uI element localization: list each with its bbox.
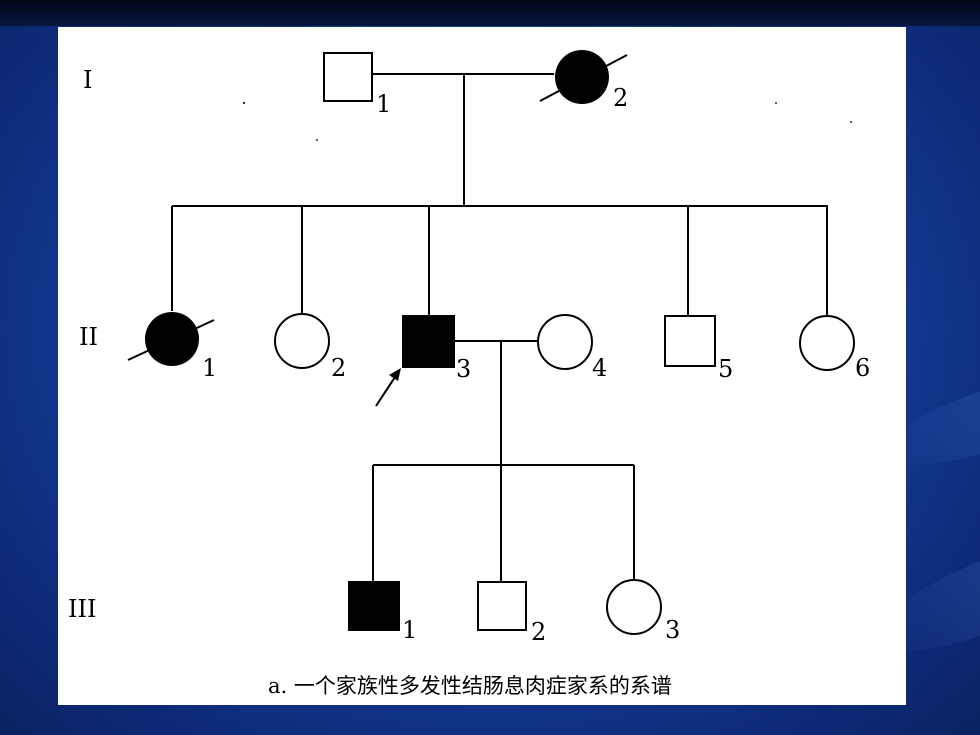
individual-II-6-female-symbol <box>799 315 855 371</box>
individual-number-II-3: 3 <box>456 355 471 383</box>
top-band <box>0 0 980 26</box>
individual-number-II-2: 2 <box>331 354 346 382</box>
individual-number-III-3: 3 <box>665 616 680 644</box>
individual-III-2-male-symbol <box>477 581 527 631</box>
generation-label-II: II <box>79 323 98 351</box>
individual-II-4-female-symbol <box>537 314 593 370</box>
individual-number-II-4: 4 <box>592 354 607 382</box>
individual-number-I-1: 1 <box>376 90 391 118</box>
deceased-slash-I-2 <box>539 54 628 102</box>
individual-II-5-male-symbol <box>664 315 716 367</box>
generation-label-III: III <box>68 595 96 623</box>
scan-speck <box>316 139 318 141</box>
individual-I-2-female-symbol <box>555 50 609 104</box>
individual-II-3-male-symbol <box>402 315 455 368</box>
proband-arrow <box>375 368 401 407</box>
figure-caption: a. 一个家族性多发性结肠息肉症家系的系谱 <box>268 674 672 698</box>
individual-number-I-2: 2 <box>613 84 628 112</box>
scan-speck <box>850 121 852 123</box>
individual-III-3-female-symbol <box>606 579 662 635</box>
individual-number-II-6: 6 <box>855 354 870 382</box>
individual-II-2-female-symbol <box>274 313 330 369</box>
scan-speck <box>775 102 777 104</box>
individual-number-III-1: 1 <box>402 616 417 644</box>
scan-speck <box>242 101 246 105</box>
individual-number-II-5: 5 <box>718 355 733 383</box>
individual-III-1-male-symbol <box>348 581 400 631</box>
generation-label-I: I <box>83 66 92 94</box>
individual-number-II-1: 1 <box>202 354 217 382</box>
deceased-slash-II-1 <box>127 319 215 361</box>
individual-I-1-male-symbol <box>323 52 373 102</box>
individual-number-III-2: 2 <box>531 618 546 646</box>
